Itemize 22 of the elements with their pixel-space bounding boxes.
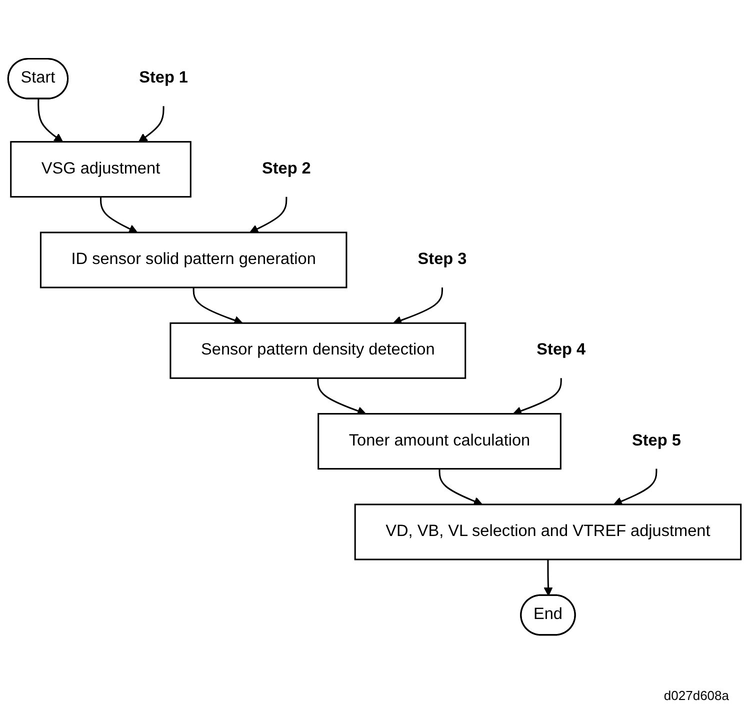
arrow	[544, 559, 553, 596]
arrow	[438, 468, 483, 506]
arrow	[192, 287, 243, 325]
arrow	[250, 196, 288, 233]
arrow	[138, 106, 164, 142]
node-text: Step 5	[632, 432, 681, 450]
node-text: Step 2	[262, 160, 311, 178]
node-box: Toner amount calculation	[318, 413, 562, 470]
node-text: Step 4	[536, 341, 586, 359]
node-text: Step 3	[418, 250, 467, 268]
arrow	[512, 378, 562, 416]
node-box: ID sensor solid pattern generation	[40, 232, 348, 288]
arrow	[100, 196, 138, 233]
arrow	[38, 99, 64, 142]
node-box: Sensor pattern density detection	[170, 322, 466, 379]
figure-code: d027d608a	[664, 688, 729, 703]
arrow	[317, 378, 366, 416]
node-text: Step 1	[139, 69, 188, 87]
arrow	[613, 468, 658, 506]
node-box: VD, VB, VL selection and VTREF adjustment	[354, 504, 742, 560]
arrow	[392, 287, 443, 325]
node-box: VSG adjustment	[10, 141, 192, 198]
